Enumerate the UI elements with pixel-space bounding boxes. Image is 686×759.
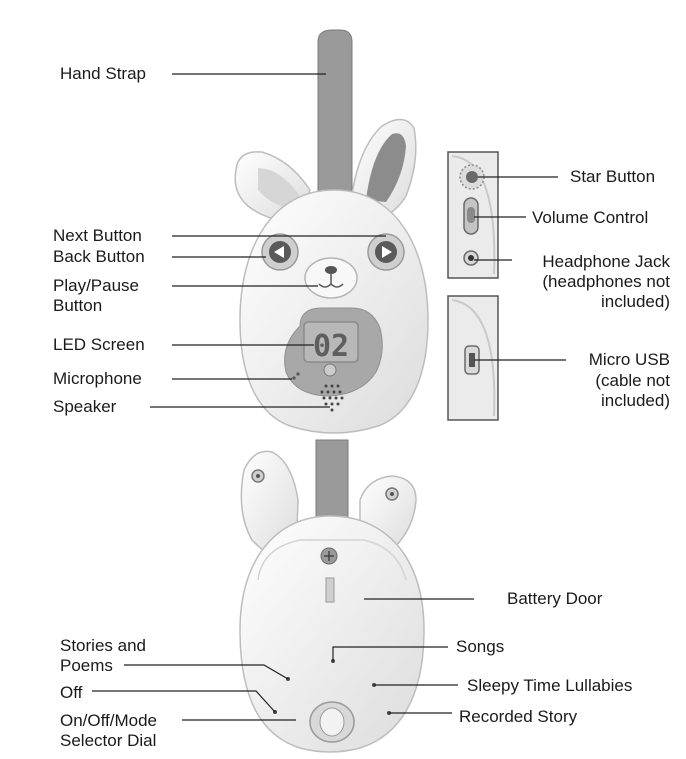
- front-view: 02: [234, 29, 429, 434]
- led-digits: 02: [313, 329, 349, 364]
- label-headphone-jack-2: (headphones not: [542, 272, 670, 291]
- microphone-dots: [292, 372, 300, 380]
- label-hand-strap: Hand Strap: [60, 64, 146, 83]
- label-star-button: Star Button: [570, 167, 656, 186]
- label-sleepy-time-lullabies: Sleepy Time Lullabies: [467, 676, 633, 695]
- label-speaker: Speaker: [53, 397, 117, 416]
- headphone-jack-detail: [463, 250, 479, 266]
- label-songs: Songs: [456, 637, 505, 656]
- back-body: [239, 515, 425, 753]
- battery-door-screw: [320, 547, 338, 565]
- speaker-grille: [320, 384, 344, 412]
- label-led-screen: LED Screen: [53, 335, 145, 354]
- label-headphone-jack-3: included): [601, 292, 670, 311]
- battery-door: [257, 539, 407, 603]
- led-screen: 02: [303, 321, 359, 364]
- next-button: [367, 233, 405, 271]
- label-microphone: Microphone: [53, 369, 142, 388]
- label-stories-2: Poems: [60, 656, 113, 675]
- label-play-pause-1: Play/Pause: [53, 276, 139, 295]
- selector-dial: [309, 701, 355, 743]
- label-micro-usb-2: (cable not: [595, 371, 670, 390]
- hand-strap: [317, 29, 353, 241]
- leader-lines: [92, 73, 566, 721]
- label-volume-control: Volume Control: [532, 208, 649, 227]
- usb-port-panel: [447, 295, 499, 421]
- label-next-button: Next Button: [53, 226, 142, 245]
- label-play-pause-2: Button: [53, 296, 103, 315]
- side-controls-panel: [447, 151, 499, 279]
- label-off: Off: [60, 683, 83, 702]
- label-micro-usb-3: included): [601, 391, 670, 410]
- label-selector-dial-2: Selector Dial: [60, 731, 157, 750]
- label-battery-door: Battery Door: [507, 589, 603, 608]
- speaker-logo: [323, 363, 337, 377]
- label-selector-dial-1: On/Off/Mode: [60, 711, 158, 730]
- label-micro-usb-1: Micro USB: [588, 350, 670, 369]
- label-stories-1: Stories and: [60, 636, 146, 655]
- volume-control-detail: [463, 197, 479, 235]
- back-strap: [315, 439, 349, 521]
- play-pause-button: [304, 257, 358, 299]
- label-headphone-jack-1: Headphone Jack: [542, 252, 670, 271]
- label-back-button: Back Button: [53, 247, 145, 266]
- back-button: [261, 233, 299, 271]
- label-recorded-story: Recorded Story: [459, 707, 578, 726]
- back-view: [239, 439, 425, 753]
